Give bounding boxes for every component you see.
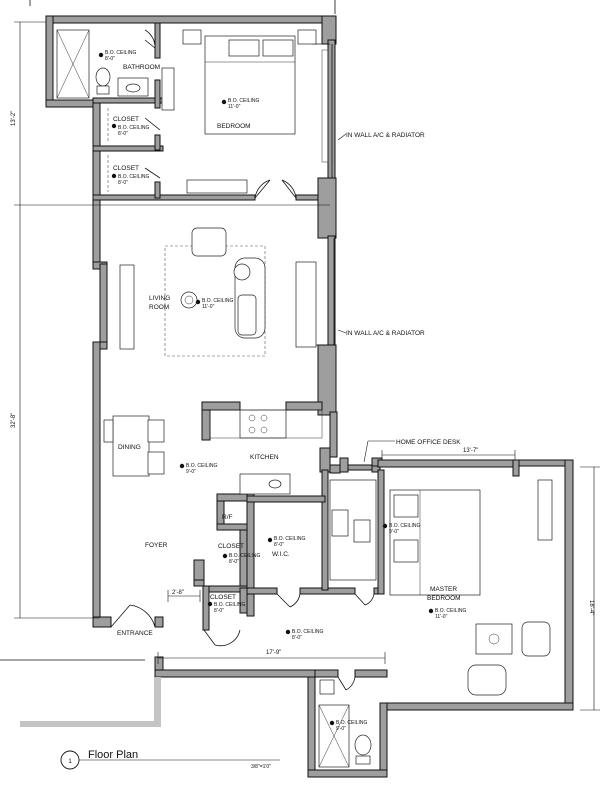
ceiling-value-bedroom: 11'-0" xyxy=(228,104,241,110)
ceiling-label-closet-foyer: B.O. CEILING xyxy=(229,553,261,559)
ceiling-label-master-bath: B.O. CEILING xyxy=(336,720,368,726)
room-label-living: LIVING xyxy=(149,295,170,302)
dimension-lines xyxy=(14,21,600,711)
living-furniture xyxy=(119,227,317,357)
ceiling-label-living: B.O. CEILING xyxy=(202,298,234,304)
dining-furniture xyxy=(103,415,165,477)
dim-left-main: 32'-8" xyxy=(11,413,17,428)
dim-closet-width: 2'-8" xyxy=(172,590,184,596)
ceiling-value-master: 11'-0" xyxy=(435,614,448,620)
office-furniture xyxy=(329,479,377,581)
ceiling-value-hall: 8'-0" xyxy=(292,635,302,641)
ceiling-labels: B.O. CEILING 8'-0" B.O. CEILING 11'-0" B… xyxy=(105,50,467,732)
ceiling-markers xyxy=(98,52,434,726)
ceiling-label-closet-entry: B.O. CEILING xyxy=(214,602,246,608)
drawing-scale: 3/8"=1'0" xyxy=(251,764,271,770)
dim-master-width: 13'-7" xyxy=(463,448,478,454)
kitchen-fixtures xyxy=(209,409,323,495)
bedroom-doors xyxy=(144,117,297,199)
ceiling-label-closet-upper: B.O. CEILING xyxy=(118,125,150,131)
room-label-foyer: FOYER xyxy=(145,542,168,549)
room-labels: BATHROOM BEDROOM CLOSET CLOSET LIVING RO… xyxy=(113,64,461,637)
room-label-rf: R/F xyxy=(222,514,233,521)
ceiling-label-closet-lower: B.O. CEILING xyxy=(118,174,150,180)
dim-master-height: 18'-4" xyxy=(588,600,594,615)
dimension-labels: 13'-2" 32'-8" 13'-7" 18'-4" 17'-9" 2'-8" xyxy=(11,111,594,656)
drawing-title: Floor Plan xyxy=(88,749,138,761)
room-label-dining: DINING xyxy=(118,444,141,451)
master-furniture xyxy=(389,479,553,696)
ceiling-label-hall: B.O. CEILING xyxy=(292,629,324,635)
ceiling-value-closet-entry: 8'-0" xyxy=(214,608,224,614)
room-label-entrance: ENTRANCE xyxy=(117,630,153,637)
room-label-closet-foyer: CLOSET xyxy=(218,543,244,550)
drawing-number: 1 xyxy=(68,758,72,765)
ceiling-value-closet-upper: 8'-0" xyxy=(118,131,128,137)
annotations: IN WALL A/C & RADIATOR IN WALL A/C & RAD… xyxy=(346,132,461,446)
room-label-bathroom: BATHROOM xyxy=(123,64,160,71)
foyer-doors xyxy=(110,593,375,691)
room-label-closet-entry: CLOSET xyxy=(210,594,236,601)
room-label-kitchen: KITCHEN xyxy=(250,454,279,461)
cutoff-lines xyxy=(0,0,336,661)
ceiling-label-bedroom: B.O. CEILING xyxy=(228,98,260,104)
ceiling-value-kitchen: 9'-0" xyxy=(186,469,196,475)
dim-left-top: 13'-2" xyxy=(11,111,17,126)
room-label-bedroom: BEDROOM xyxy=(217,123,251,130)
ceiling-value-living: 11'-0" xyxy=(202,304,215,310)
bedroom-furniture xyxy=(161,29,329,194)
ceiling-label-office: B.O. CEILING xyxy=(389,523,421,529)
ceiling-value-office: 9'-0" xyxy=(389,529,399,535)
room-label-closet-upper: CLOSET xyxy=(113,116,139,123)
room-label-closet-lower: CLOSET xyxy=(113,165,139,172)
room-label-master-2: BEDROOM xyxy=(427,595,461,602)
ceiling-label-bathroom: B.O. CEILING xyxy=(105,50,137,56)
annotation-ac-lower: IN WALL A/C & RADIATOR xyxy=(346,330,425,337)
master-bath-fixtures xyxy=(318,679,372,768)
ceiling-label-master: B.O. CEILING xyxy=(435,608,467,614)
dim-hall-length: 17'-9" xyxy=(266,650,281,656)
walls xyxy=(45,15,574,778)
ceiling-value-closet-lower: 8'-0" xyxy=(118,180,128,186)
annotation-ac-upper: IN WALL A/C & RADIATOR xyxy=(346,132,425,139)
annotation-office-desk: HOME OFFICE DESK xyxy=(396,439,461,446)
title-block: 1 Floor Plan 3/8"=1'0" xyxy=(60,749,280,770)
ceiling-value-wic: 8'-0" xyxy=(274,542,284,548)
ceiling-value-closet-foyer: 8'-0" xyxy=(229,559,239,565)
exterior-corridor xyxy=(20,677,161,727)
ceiling-value-master-bath: 9'-0" xyxy=(336,726,346,732)
room-label-wic: W.I.C. xyxy=(272,551,290,558)
ceiling-label-kitchen: B.O. CEILING xyxy=(186,463,218,469)
room-label-living-2: ROOM xyxy=(149,304,169,311)
ceiling-label-wic: B.O. CEILING xyxy=(274,536,306,542)
room-label-master: MASTER xyxy=(430,586,457,593)
ceiling-value-bathroom: 8'-0" xyxy=(105,56,115,62)
bathroom-fixtures xyxy=(56,29,156,99)
